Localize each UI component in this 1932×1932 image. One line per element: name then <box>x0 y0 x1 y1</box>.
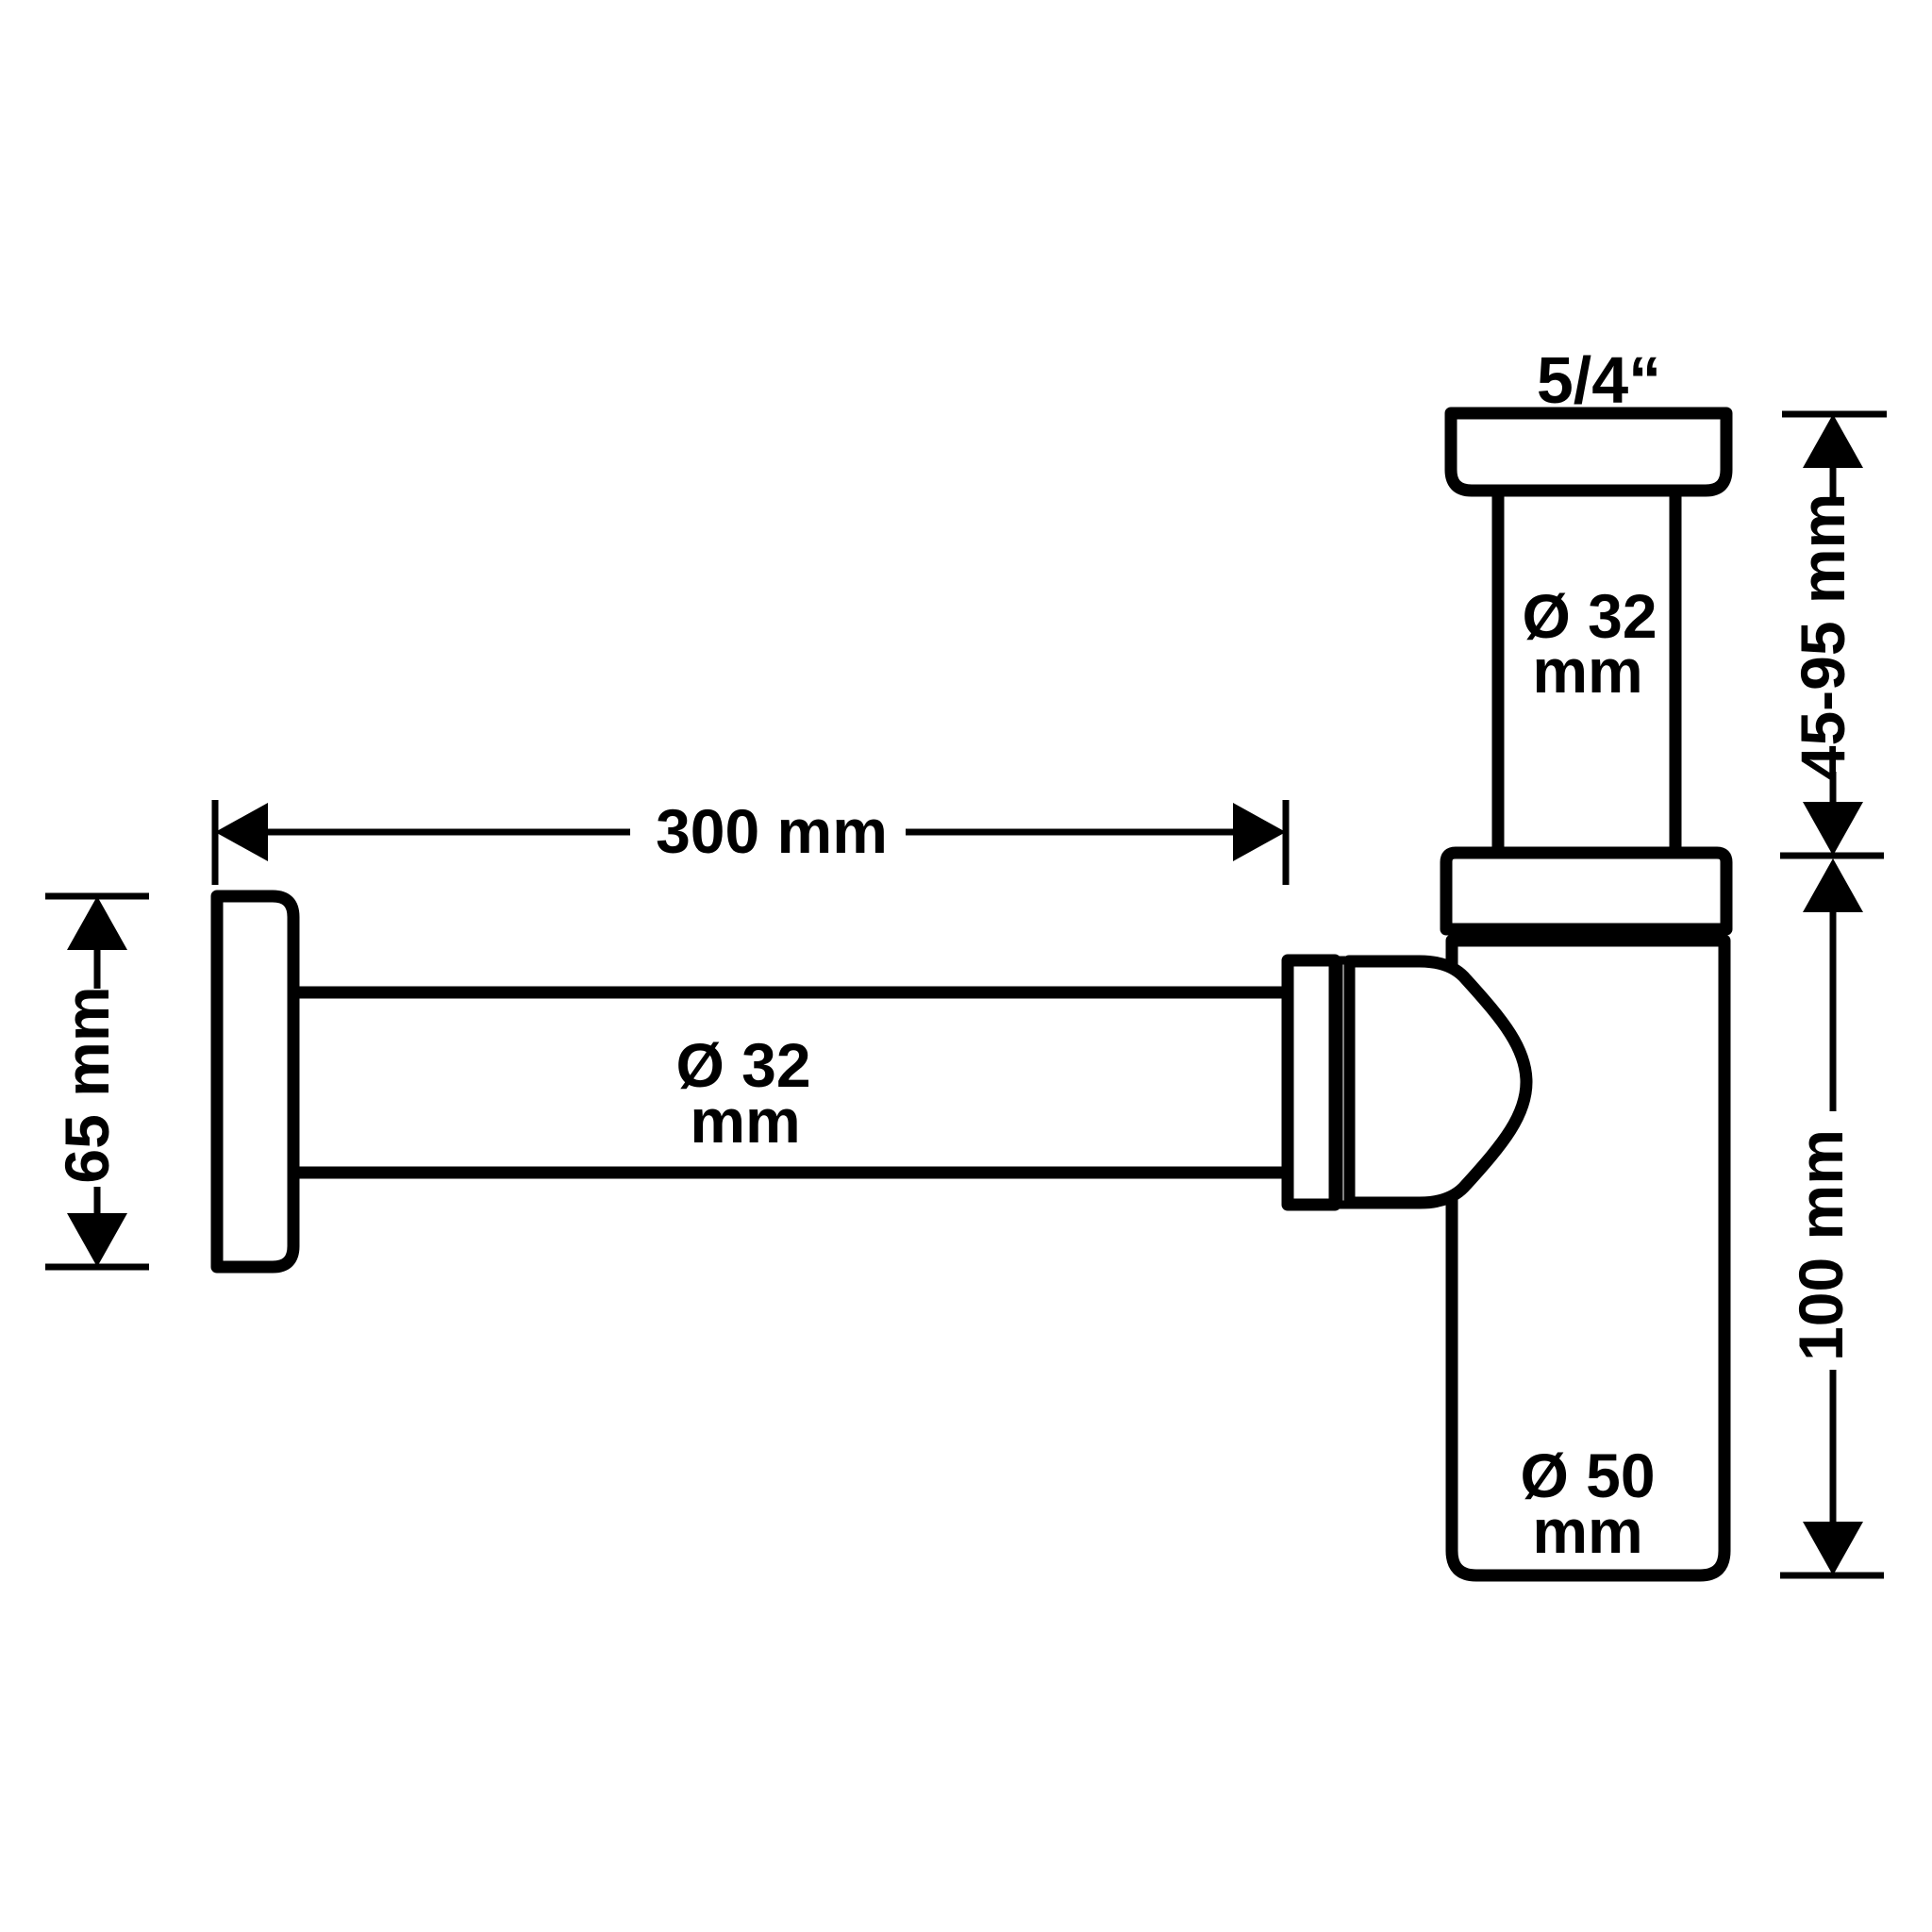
label-body-diameter-line1: Ø 50 <box>1520 1441 1655 1510</box>
label-flange-height: 65 mm <box>52 986 122 1183</box>
label-body-height: 100 mm <box>1786 1129 1856 1361</box>
top-flange-nut <box>1444 407 1733 497</box>
dimension-100mm: 100 mm <box>1780 858 1884 1579</box>
arrowhead-up-icon <box>1803 858 1863 912</box>
arrowhead-down-icon <box>1803 802 1863 856</box>
arrowhead-down-icon <box>67 1213 127 1267</box>
label-tube-diameter-line1: Ø 32 <box>675 1030 810 1100</box>
arrowhead-left-icon <box>215 803 268 861</box>
label-tube-diameter-line2: mm <box>690 1086 800 1156</box>
label-inlet-diameter: Ø 32 mm <box>1522 581 1657 706</box>
outlet-elbow-boss <box>1342 955 1533 1209</box>
collar-nut <box>1440 846 1733 936</box>
label-adjustment-range: 45-95 mm <box>1788 493 1857 781</box>
dimension-65mm: 65 mm <box>45 892 149 1271</box>
wall-flange <box>210 890 300 1274</box>
label-tube-diameter: Ø 32 mm <box>675 1030 810 1156</box>
arrowhead-up-icon <box>1803 414 1863 468</box>
label-tube-length: 300 mm <box>656 796 888 866</box>
compression-nut <box>1281 954 1341 1211</box>
dimension-300mm: 300 mm <box>211 796 1290 885</box>
label-inlet-diameter-line2: mm <box>1532 636 1642 706</box>
arrowhead-up-icon <box>67 896 127 950</box>
dimension-45-95mm: 45-95 mm <box>1780 410 1887 859</box>
arrowhead-right-icon <box>1233 803 1286 861</box>
seal-ring <box>1334 956 1353 1209</box>
wall-tube-group <box>293 986 1288 1179</box>
label-body-diameter-line2: mm <box>1532 1496 1642 1566</box>
label-body-diameter: Ø 50 mm <box>1520 1441 1655 1566</box>
inlet-pipe-group <box>1491 491 1682 853</box>
label-inlet-diameter-line1: Ø 32 <box>1522 581 1657 651</box>
label-thread-size: 5/4“ <box>1537 343 1661 417</box>
arrowhead-down-icon <box>1803 1522 1863 1575</box>
